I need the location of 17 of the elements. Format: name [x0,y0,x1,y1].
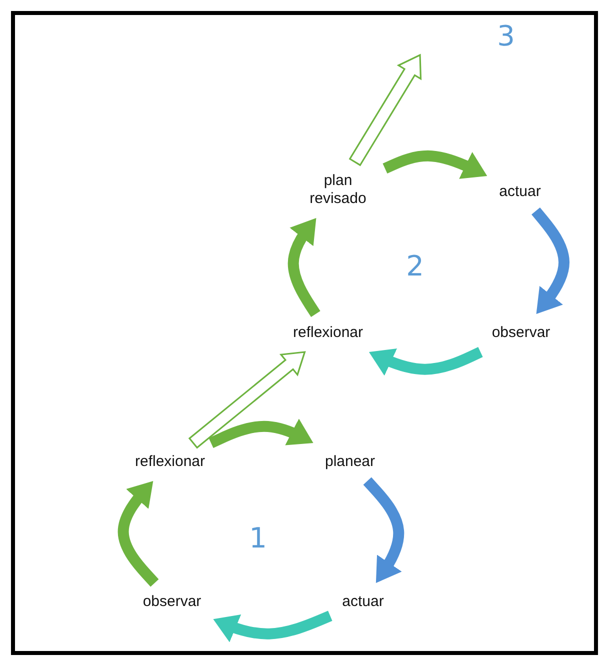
step-label: actuar [499,183,541,200]
hollow-arrow [348,54,422,166]
cycle-number: 1 [249,522,267,554]
step-label: observar [142,593,202,610]
step-label: planear [324,453,376,470]
step-label: reflexionar [134,453,206,470]
hollow-arrow [188,351,306,449]
curved-arrow [208,418,316,448]
curved-arrow [366,347,483,376]
curved-arrow [382,150,490,181]
step-label: actuar [342,593,384,610]
step-label: reflexionar [292,324,364,341]
cycle-number: 2 [406,250,424,282]
cycle-number: 3 [497,20,515,52]
curved-arrow [211,610,332,642]
step-label: observar [492,324,550,341]
step-label: plan revisado [310,172,366,207]
